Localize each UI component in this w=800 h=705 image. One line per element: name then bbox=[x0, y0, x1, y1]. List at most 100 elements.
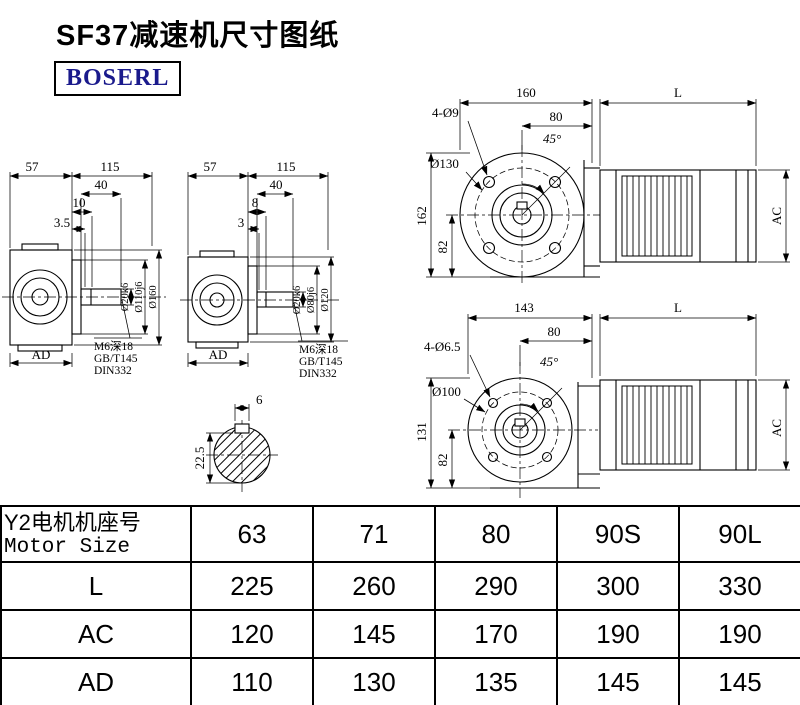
flange-front-view-1: 160 L 80 4-Ø9 45° Ø130 162 82 AC bbox=[414, 85, 790, 285]
cell-AD-63: 110 bbox=[190, 657, 314, 705]
dim-holes-1: 4-Ø9 bbox=[432, 105, 459, 120]
dim-center-height-1: 82 bbox=[435, 241, 450, 254]
dim-angle-2: 45° bbox=[540, 354, 558, 369]
bolt-circle-2 bbox=[481, 391, 559, 469]
dim-40-1: 40 bbox=[95, 177, 108, 192]
motor-size-table: Y2电机机座号 Motor Size 63 71 80 90S 90L L 22… bbox=[0, 505, 800, 705]
bolt-hole bbox=[487, 451, 499, 463]
motor-size-80: 80 bbox=[434, 505, 558, 563]
dim-length-2: 115 bbox=[276, 159, 295, 174]
motor-fins-1 bbox=[621, 175, 693, 257]
row-label-AC: AC bbox=[0, 609, 192, 659]
keyway-1 bbox=[516, 201, 528, 210]
bolt-hole bbox=[487, 397, 499, 409]
shaft-section-view: 6 22.5 bbox=[192, 392, 278, 492]
dim-half-2: 80 bbox=[548, 324, 561, 339]
dim-shaft-dia-1: Ø20k6 bbox=[120, 283, 131, 312]
dim-angle-1: 45° bbox=[543, 131, 561, 146]
dim-height-1: 162 bbox=[414, 206, 429, 226]
keyway-2 bbox=[514, 418, 526, 427]
dim-bolt-circle-2: Ø100 bbox=[432, 384, 461, 399]
row-label-L: L bbox=[0, 561, 192, 611]
dim-spigot-dia-1: Ø110j6 bbox=[134, 281, 145, 312]
dim-overall-2: 143 bbox=[514, 300, 534, 315]
gearbox-side-view-1: 57 115 40 10 3.5 Ø20k6 Ø110j6 Ø160 bbox=[2, 159, 166, 377]
gear-housing-2 bbox=[187, 256, 249, 343]
dim-length-1: 115 bbox=[100, 159, 119, 174]
dim-40-2: 40 bbox=[270, 177, 283, 192]
brand-text: BOSERL bbox=[66, 65, 170, 91]
flange-outer-circle-2 bbox=[467, 377, 573, 483]
cell-AC-63: 120 bbox=[190, 609, 314, 659]
motor-fins-2 bbox=[621, 385, 693, 465]
dim-spigot-dia-2: Ø80j6 bbox=[306, 287, 317, 313]
cell-AC-71: 145 bbox=[312, 609, 436, 659]
motor-size-90l: 90L bbox=[678, 505, 800, 563]
dim-8-2: 8 bbox=[252, 195, 259, 210]
dim-key-depth: 22.5 bbox=[192, 447, 207, 470]
dim-ad-1: AD bbox=[32, 347, 51, 362]
table-row-AD: AD 110 130 135 145 145 bbox=[0, 657, 800, 705]
note-din-1: DIN332 bbox=[94, 365, 132, 377]
motor-size-header-cell: Y2电机机座号 Motor Size bbox=[0, 505, 192, 563]
note-std-1: GB/T145 bbox=[94, 353, 138, 365]
dim-L-2: L bbox=[674, 300, 682, 315]
dim-ac-1: AC bbox=[769, 207, 784, 225]
cell-AC-90s: 190 bbox=[556, 609, 680, 659]
motor-size-90s: 90S bbox=[556, 505, 680, 563]
bolt-hole bbox=[541, 451, 553, 463]
cell-AD-90l: 145 bbox=[678, 657, 800, 705]
cell-AD-71: 130 bbox=[312, 657, 436, 705]
table-header-row: Y2电机机座号 Motor Size 63 71 80 90S 90L bbox=[0, 505, 800, 563]
dim-ac-2: AC bbox=[769, 419, 784, 437]
motor-body-2 bbox=[599, 379, 757, 471]
dim-width-2: 57 bbox=[204, 159, 218, 174]
motor-size-71: 71 bbox=[312, 505, 436, 563]
note-din-2: DIN332 bbox=[299, 368, 337, 380]
gear-housing-1 bbox=[9, 249, 73, 346]
row-label-AD: AD bbox=[0, 657, 192, 705]
bolt-hole bbox=[541, 397, 553, 409]
cell-AD-90s: 145 bbox=[556, 657, 680, 705]
bolt-hole bbox=[482, 175, 496, 189]
dim-width-1: 57 bbox=[26, 159, 40, 174]
dim-height-2: 131 bbox=[414, 422, 429, 442]
dim-3-5-1: 3.5 bbox=[54, 215, 70, 230]
technical-drawing: 57 115 40 10 3.5 Ø20k6 Ø110j6 Ø160 bbox=[2, 85, 790, 498]
cell-AD-80: 135 bbox=[434, 657, 558, 705]
motor-size-63: 63 bbox=[190, 505, 314, 563]
dim-key-width: 6 bbox=[256, 392, 263, 407]
dim-bolt-circle-1: Ø130 bbox=[430, 156, 459, 171]
page-title: SF37减速机尺寸图纸 bbox=[56, 20, 340, 52]
dim-flange-dia-2: Ø120 bbox=[320, 288, 331, 311]
bolt-hole bbox=[482, 241, 496, 255]
brand-logo: BOSERL bbox=[54, 61, 182, 96]
bolt-hole bbox=[548, 241, 562, 255]
dim-half-1: 80 bbox=[550, 109, 563, 124]
keyway-section bbox=[234, 423, 250, 434]
bolt-hole bbox=[548, 175, 562, 189]
dim-flange-dia-1: Ø160 bbox=[148, 285, 159, 308]
note-tap-1: M6深18 bbox=[94, 339, 133, 353]
shaft-section-circle bbox=[213, 426, 271, 484]
note-tap-2: M6深18 bbox=[299, 342, 338, 356]
cell-L-80: 290 bbox=[434, 561, 558, 611]
output-shaft-1 bbox=[80, 288, 122, 306]
dim-10-1: 10 bbox=[73, 195, 86, 210]
dim-holes-2: 4-Ø6.5 bbox=[424, 339, 460, 354]
output-shaft-2 bbox=[256, 291, 294, 308]
dim-center-height-2: 82 bbox=[435, 454, 450, 467]
cell-AC-80: 170 bbox=[434, 609, 558, 659]
dim-L-1: L bbox=[674, 85, 682, 100]
cell-L-90s: 300 bbox=[556, 561, 680, 611]
motor-size-header-en: Motor Size bbox=[4, 536, 131, 559]
gearbox-side-view-2: 57 115 40 8 3 Ø20k6 Ø80j6 Ø120 bbox=[180, 159, 348, 380]
motor-size-header-cn: Y2电机机座号 bbox=[4, 510, 141, 535]
motor-body-1 bbox=[599, 169, 757, 263]
dim-shaft-dia-2: Ø20k6 bbox=[292, 286, 303, 315]
dim-ad-2: AD bbox=[209, 347, 228, 362]
cell-AC-90l: 190 bbox=[678, 609, 800, 659]
table-row-L: L 225 260 290 300 330 bbox=[0, 561, 800, 611]
cell-L-90l: 330 bbox=[678, 561, 800, 611]
